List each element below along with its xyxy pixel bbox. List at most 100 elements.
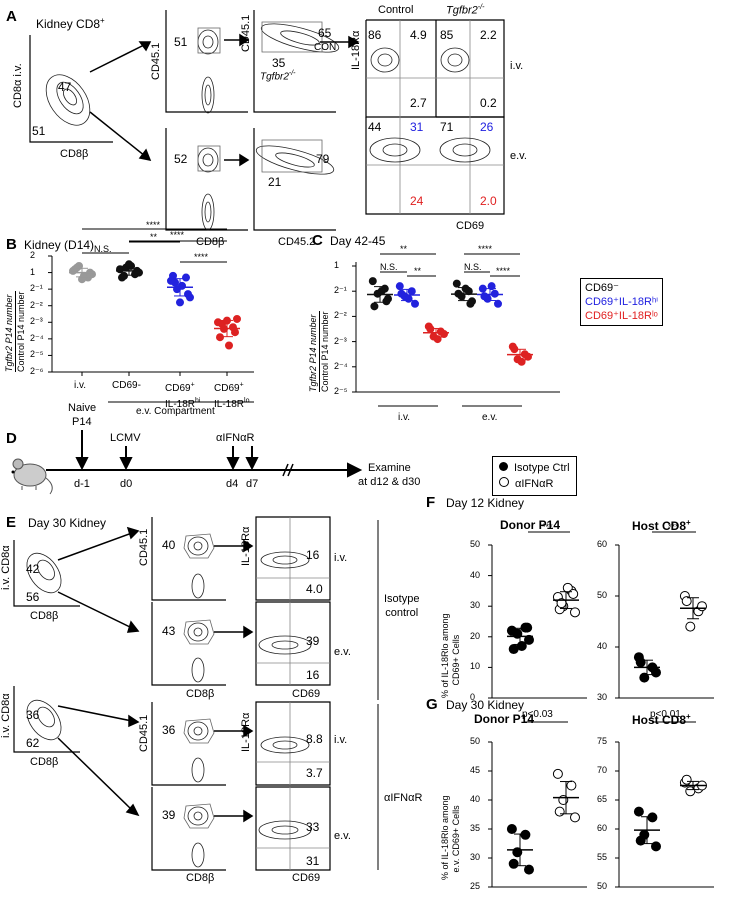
e-ifn-cd69: CD69 [292, 872, 321, 884]
a-quad-xlabel: CD69 [456, 220, 485, 232]
ytick-label: 60 [597, 823, 608, 833]
c-data-point [411, 299, 419, 308]
b-data-point [231, 328, 239, 337]
c-data-point [517, 357, 526, 366]
e-ifn-iv-tr: 8.8 [306, 732, 323, 746]
e-iso-cd8a: i.v. CD8α [0, 545, 12, 590]
ytick-label: 35 [470, 823, 481, 833]
b-cat-cd69lo: CD69+IL-18Rlo [214, 382, 250, 410]
a-gate1-ylabel: CD8α i.v. [12, 63, 24, 108]
e-iso-ev-br: 16 [306, 668, 320, 682]
b-data-point [233, 314, 241, 323]
data-point [639, 672, 650, 683]
e-iso-cd8b-2: CD8β [186, 688, 215, 700]
b-ylabel-den: Control P14 number [15, 291, 26, 372]
a-ctrl-iv-tl: 86 [368, 28, 382, 42]
panel-b-letter: B [6, 236, 17, 253]
c-data-point [382, 297, 391, 306]
e-ifn-cd45-top: 36 [162, 723, 176, 737]
d-legend-ifn: αIFNαR [499, 476, 570, 492]
a-ctrl-ev-tr: 31 [410, 120, 424, 134]
a-gate3-ylabel: CD45.1 [240, 14, 252, 52]
b-ytick-label: 2⁻² [30, 299, 43, 310]
b-sig-4: **** [194, 252, 209, 262]
c-data-point [487, 282, 496, 291]
f-sig-donor: *** [542, 522, 553, 532]
ytick-label: 75 [597, 736, 608, 746]
a-col-tgfbr2: Tgfbr2-/- [446, 4, 485, 17]
g-p-donor: p<0.03 [522, 709, 553, 720]
data-point [522, 622, 533, 633]
b-cat-cd69hi: CD69+IL-18Rhi [165, 382, 201, 410]
d-day-4: d4 [226, 478, 239, 490]
e-ifn-ev-br: 31 [306, 854, 320, 868]
a-gate1-lower: 51 [32, 124, 46, 138]
a-tgf-iv-tl: 85 [440, 28, 454, 42]
ytick-label: 30 [597, 692, 608, 702]
c-sig-5: **** [496, 266, 511, 276]
e-iso-cd69: CD69 [292, 688, 321, 700]
b-data-point [184, 290, 192, 299]
b-ytick-label: 2⁻³ [30, 316, 43, 327]
data-point [524, 634, 534, 645]
a-gate1-upper: 47 [58, 80, 72, 94]
e-iso-cd45-top: 40 [162, 538, 176, 552]
panel-f-title: Day 12 Kidney [446, 496, 525, 510]
b-ytick-label: 2⁻⁶ [30, 366, 44, 376]
panel-a-letter: A [6, 8, 17, 25]
panel-d-letter: D [6, 430, 17, 447]
ytick-label: 40 [470, 794, 481, 804]
d-ifnar: αIFNαR [216, 432, 255, 444]
b-ytick-label: 1 [30, 266, 36, 277]
c-data-point [368, 277, 377, 286]
data-point [568, 588, 579, 599]
e-iso-iv-tr: 16 [306, 548, 320, 562]
c-ytick-label: 2⁻¹ [334, 285, 347, 296]
c-data-point [466, 299, 475, 308]
c-data-point [377, 287, 386, 296]
c-ytick-label: 1 [334, 260, 340, 270]
ytick-label: 60 [597, 539, 608, 549]
g-donor: Donor P14 [474, 712, 535, 726]
a-tgf-ev-tr: 26 [480, 120, 494, 134]
ytick-label: 10 [470, 661, 481, 672]
c-sig-2: ** [414, 266, 422, 276]
b-cat-cd69neg: CD69- [112, 380, 141, 391]
e-ifn-cd45: CD45.1 [138, 714, 150, 752]
g-host: Host CD8+ [632, 712, 691, 727]
panel-c-letter: C [312, 232, 323, 249]
c-data-point [404, 294, 413, 303]
ytick-label: 50 [597, 590, 608, 600]
e-iso-il18: IL-18Rα [240, 526, 252, 566]
ytick-label: 50 [470, 539, 481, 549]
c-legend-lo: CD69⁺IL-18Rˡᵒ [585, 310, 658, 322]
c-data-point [426, 325, 435, 333]
b-ytick-label: 2⁻⁵ [30, 349, 44, 360]
ytick-label: 25 [470, 881, 481, 891]
c-group-iv: i.v. [398, 412, 411, 423]
a-tgf-iv-br: 0.2 [480, 96, 497, 110]
b-cat-iv: i.v. [74, 380, 87, 391]
panel-a-title: Kidney CD8+ [36, 16, 105, 31]
e-iso-cd45: CD45.1 [138, 528, 150, 566]
c-data-point [480, 292, 489, 301]
b-data-point [225, 341, 233, 350]
data-point [635, 657, 646, 668]
ytick-label: 50 [597, 881, 608, 891]
data-point [570, 812, 580, 823]
e-ifn-cd8b: CD8β [30, 756, 59, 768]
a-tgf-ev-br: 2.0 [480, 194, 497, 208]
ytick-label: 65 [597, 794, 608, 804]
c-sig-3: **** [478, 244, 493, 254]
b-data-point [171, 278, 179, 287]
c-legend: CD69⁻ CD69⁺IL-18Rʰⁱ CD69⁺IL-18Rˡᵒ [580, 278, 664, 326]
c-ylabel-num: Tgfbr2 P14 number [308, 314, 318, 392]
d-day-0: d0 [120, 478, 133, 490]
e-ifn-il18: IL-18Rα [240, 712, 252, 752]
b-compartment: e.v. Compartment [136, 406, 215, 417]
panel-b-title: Kidney (D14) [24, 238, 95, 252]
e-ifn-cd8a: i.v. CD8α [0, 693, 12, 738]
e-ifn-cd45-bottom: 39 [162, 808, 176, 822]
d-lcmv: LCMV [110, 432, 141, 444]
panel-g-letter: G [426, 696, 438, 713]
